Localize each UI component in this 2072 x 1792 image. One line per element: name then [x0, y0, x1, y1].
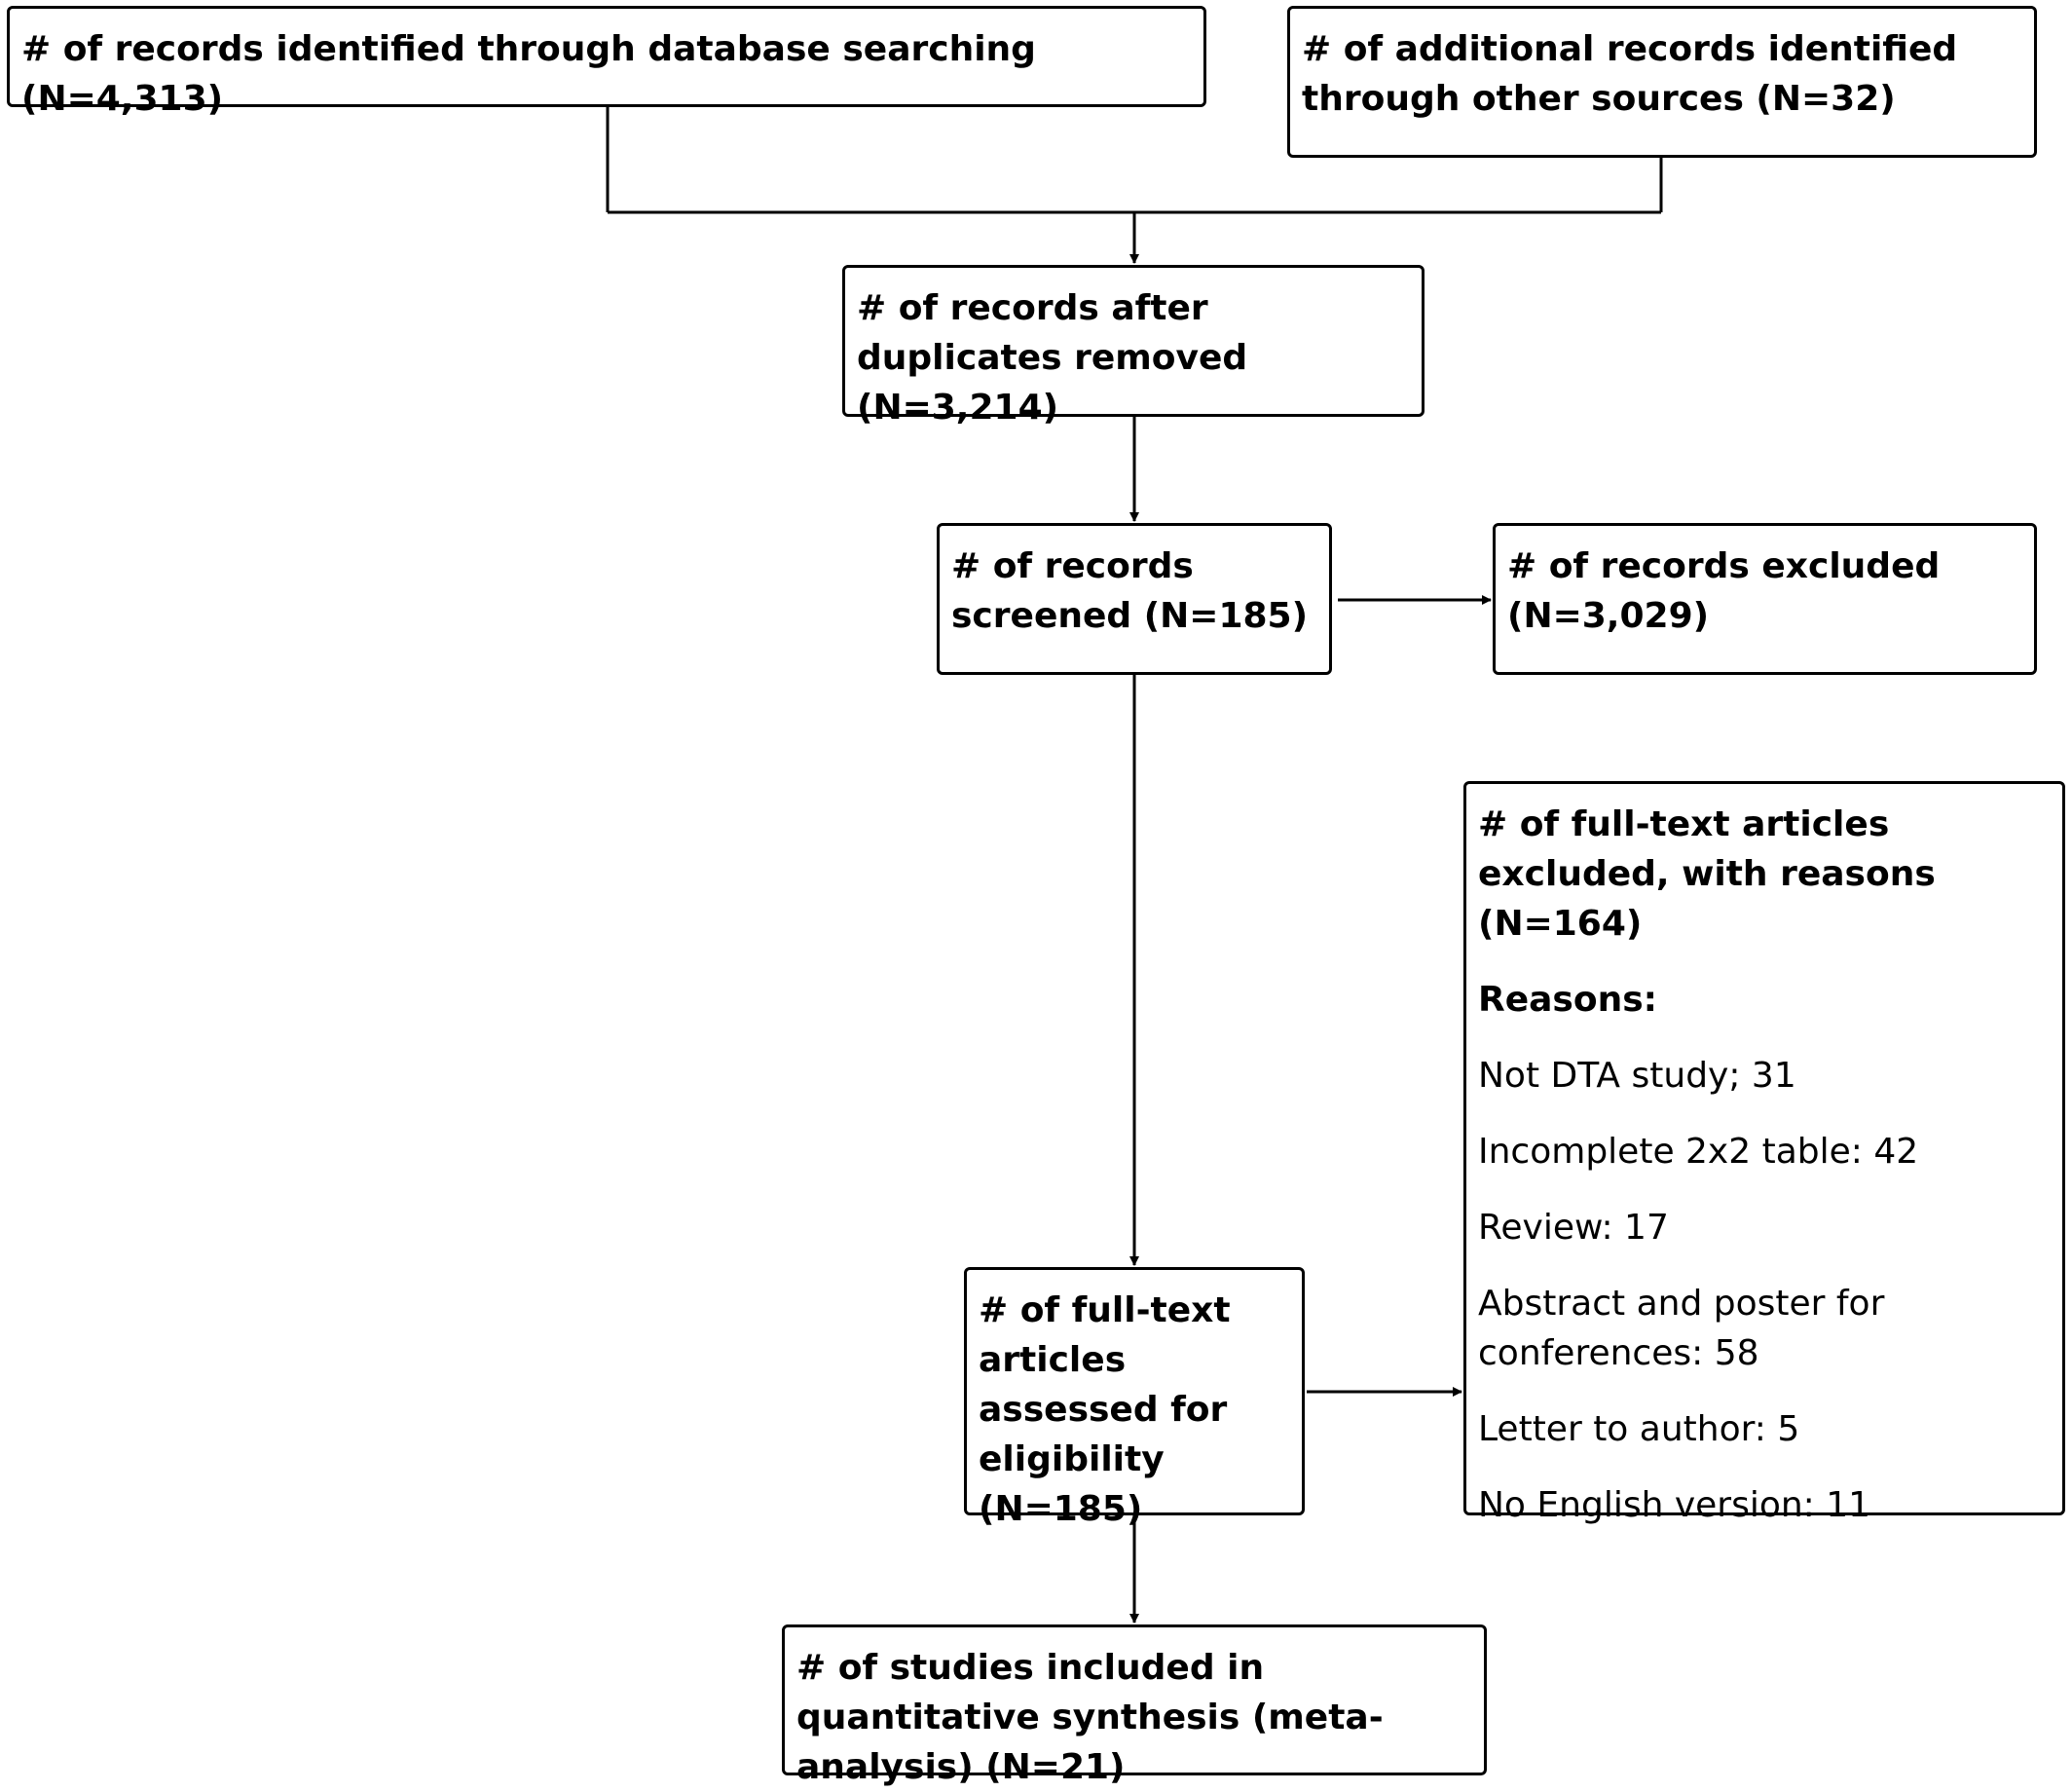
- full-text-assessed-text: # of full-text articles assessed for eli…: [979, 1290, 1231, 1529]
- full-text-assessed-box: # of full-text articles assessed for eli…: [964, 1267, 1305, 1529]
- records-after-duplicates-text: # of records after duplicates removed (N…: [857, 288, 1248, 428]
- records-identified-database-box: # of records identified through database…: [7, 6, 1206, 119]
- records-screened-box: # of records screened (N=185): [937, 523, 1332, 675]
- full-text-excluded-box: # of full-text articles excluded, with r…: [1463, 781, 2065, 1525]
- reason-item: Incomplete 2x2 table: 42: [1478, 1132, 1919, 1172]
- studies-included-box: # of studies included in quantitative sy…: [782, 1624, 1487, 1787]
- records-after-duplicates-box: # of records after duplicates removed (N…: [842, 265, 1424, 428]
- reason-item: Not DTA study; 31: [1478, 1056, 1796, 1096]
- records-identified-other-text: # of additional records identified throu…: [1302, 29, 1958, 119]
- full-text-excluded-title: # of full-text articles excluded, with r…: [1478, 804, 1936, 944]
- records-identified-database-text: # of records identified through database…: [21, 29, 1036, 119]
- studies-included-text: # of studies included in quantitative sy…: [796, 1648, 1384, 1787]
- records-excluded-text: # of records excluded (N=3,029): [1507, 546, 1941, 636]
- reason-item: Letter to author: 5: [1478, 1409, 1800, 1449]
- reason-item: Abstract and poster for conferences: 58: [1478, 1284, 1885, 1373]
- records-excluded-box: # of records excluded (N=3,029): [1493, 523, 2037, 675]
- reason-item: No English version: 11: [1478, 1485, 1871, 1525]
- records-screened-text: # of records screened (N=185): [951, 546, 1309, 636]
- reasons-heading: Reasons:: [1478, 980, 1658, 1020]
- reason-item: Review: 17: [1478, 1208, 1669, 1248]
- records-identified-other-box: # of additional records identified throu…: [1287, 6, 2037, 158]
